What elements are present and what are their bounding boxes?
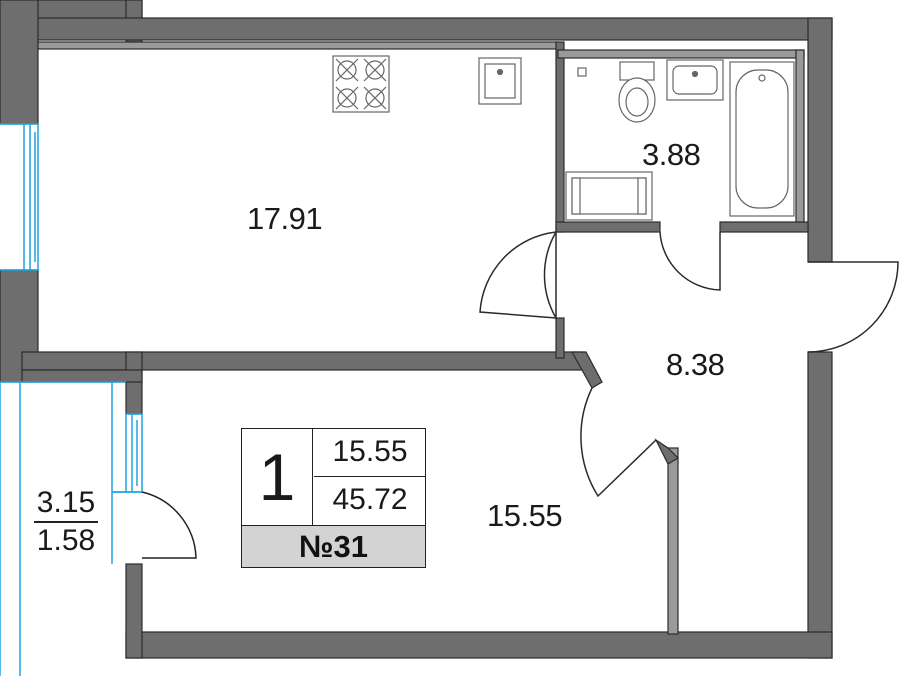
stove-icon xyxy=(332,55,390,113)
balcony-area: 3.15 xyxy=(36,486,96,519)
door-balcony xyxy=(141,491,197,559)
walls xyxy=(0,0,833,659)
door-entrance xyxy=(807,261,899,353)
apartment-info-card: 1 15.55 45.72 №31 xyxy=(241,428,426,568)
toilet-tank-icon xyxy=(619,61,655,81)
balcony-glazing xyxy=(0,381,126,676)
window-bedroom xyxy=(125,413,143,493)
info-divider xyxy=(314,476,425,477)
bedroom-area-label: 15.55 xyxy=(487,498,563,533)
balcony-area-fraction: 3.15 1.58 xyxy=(30,488,102,556)
apartment-number-badge: №31 xyxy=(242,525,425,567)
rooms-count: 1 xyxy=(242,429,313,525)
hall-area-label: 8.38 xyxy=(666,347,725,382)
doors xyxy=(112,229,899,559)
door-kitchen xyxy=(543,229,557,321)
window-kitchen xyxy=(0,123,39,271)
total-area: 45.72 xyxy=(332,483,408,516)
bath-small-square xyxy=(577,67,587,77)
balcony-reduced-area: 1.58 xyxy=(36,524,96,557)
kitchen-sink-icon xyxy=(478,57,522,105)
fraction-bar xyxy=(34,521,98,523)
door-bedroom xyxy=(580,387,657,498)
bathroom-area-label: 3.88 xyxy=(642,137,701,172)
living-area: 15.55 xyxy=(332,435,408,468)
bathroom-fixtures xyxy=(565,59,795,221)
door-bath xyxy=(659,231,721,291)
kitchen-area-label: 17.91 xyxy=(247,201,323,236)
